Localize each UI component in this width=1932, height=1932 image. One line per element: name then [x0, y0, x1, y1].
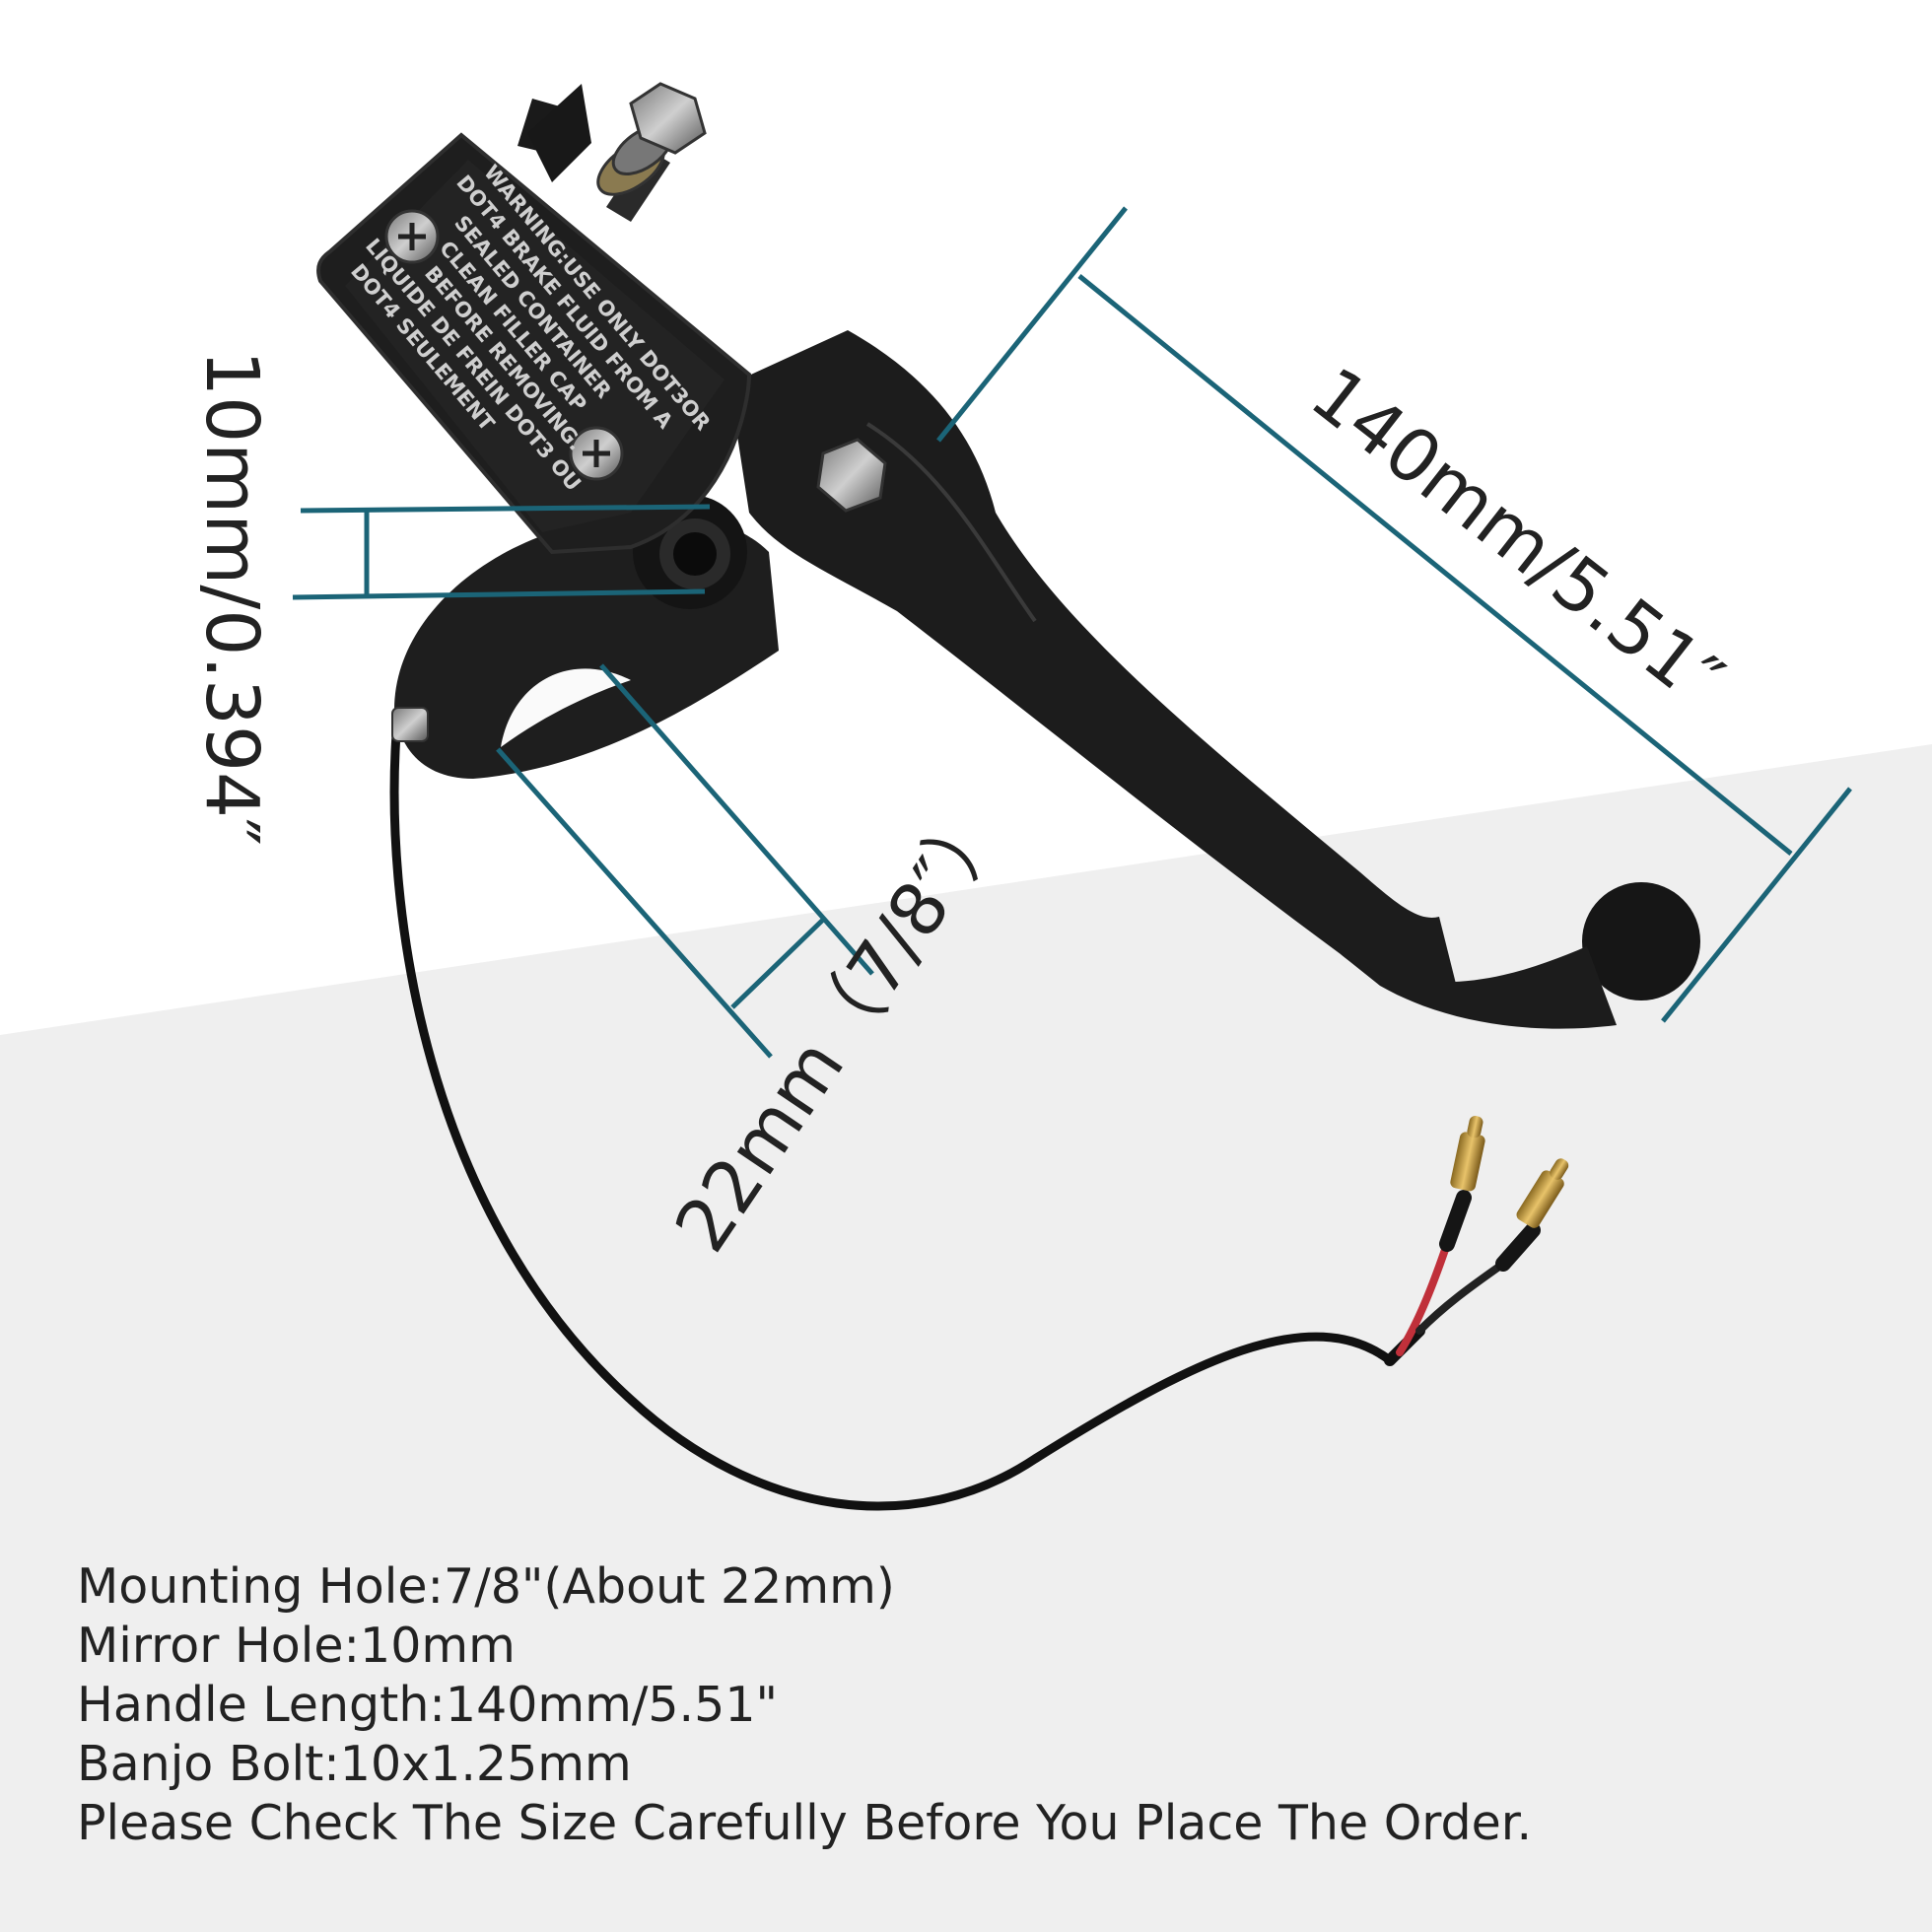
handle-length-label: 140mm/5.51″ [1295, 351, 1738, 723]
bullet-connector-icon [1516, 1158, 1569, 1228]
cap-screw-icon [384, 209, 440, 264]
spec-mounting-hole: Mounting Hole:7/8"(About 22mm) [77, 1558, 895, 1615]
bullet-connector-icon [1450, 1116, 1485, 1192]
spec-banjo-bolt: Banjo Bolt:10x1.25mm [77, 1736, 632, 1792]
brake-fluid-reservoir: WARNING:USE ONLY DOT3OR DOT4 BRAKE FLUID… [316, 84, 752, 555]
spec-handle-length: Handle Length:140mm/5.51" [77, 1677, 779, 1733]
spec-mirror-hole: Mirror Hole:10mm [77, 1618, 516, 1674]
red-wire [1396, 1240, 1451, 1356]
background-band [0, 744, 1932, 1932]
mirror-hole-label: 10mm/0.394″ [189, 350, 274, 846]
clamp-screw-icon [391, 707, 429, 742]
lever-ball-end [1582, 882, 1700, 1000]
dimension-lines [292, 206, 1852, 1059]
pivot-bolt-icon [816, 438, 887, 513]
banjo-bolt-icon [596, 82, 707, 222]
spec-notice: Please Check The Size Carefully Before Y… [77, 1795, 1533, 1851]
brake-switch-wire [389, 729, 1569, 1511]
brake-lever [729, 330, 1700, 1029]
cap-screw-icon [569, 426, 624, 481]
black-wire [1415, 1260, 1507, 1335]
spec-list: Mounting Hole:7/8"(About 22mm) Mirror Ho… [77, 1557, 1891, 1853]
